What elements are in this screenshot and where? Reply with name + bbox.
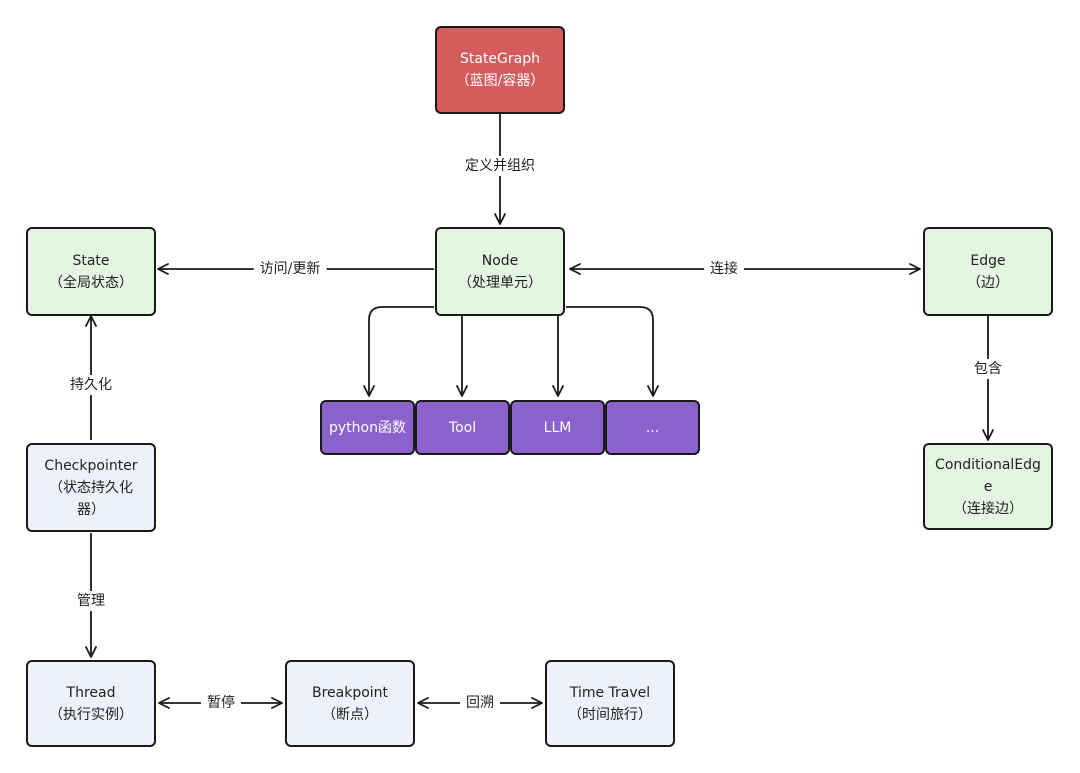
node-node-subtitle: （处理单元）: [458, 274, 542, 291]
edge-label-connect: 连接: [704, 259, 744, 279]
edge-label-rewind: 回溯: [460, 693, 500, 713]
node-stategraph-title: StateGraph: [459, 51, 540, 67]
edge-label-define-organize: 定义并组织: [459, 156, 541, 176]
node-time-travel-title: Time Travel: [569, 684, 651, 701]
node-edge[interactable]: Edge （边）: [923, 227, 1053, 316]
node-time-travel[interactable]: Time Travel （时间旅行）: [545, 660, 675, 747]
node-stategraph-subtitle: （蓝图/容器）: [455, 73, 545, 89]
node-thread-subtitle: （执行实例）: [49, 706, 133, 723]
edge-label-pause: 暂停: [201, 693, 241, 713]
node-time-travel-subtitle: （时间旅行）: [568, 706, 652, 723]
node-type-tool-label: Tool: [448, 419, 477, 436]
node-breakpoint[interactable]: Breakpoint （断点）: [285, 660, 415, 747]
node-state-title: State: [72, 252, 110, 269]
edge-node-to-python: [363, 306, 434, 397]
node-type-llm[interactable]: LLM: [510, 400, 605, 455]
node-conditional-edge-subtitle: （连接边）: [953, 500, 1023, 517]
node-type-tool[interactable]: Tool: [415, 400, 510, 455]
node-state-subtitle: （全局状态）: [49, 274, 133, 291]
node-thread-title: Thread: [66, 684, 116, 701]
edge-node-to-more: [566, 306, 659, 397]
edge-label-persist: 持久化: [64, 375, 118, 395]
edge-label-access-update: 访问/更新: [253, 259, 327, 279]
node-type-more[interactable]: ...: [605, 400, 700, 455]
node-checkpointer[interactable]: Checkpointer （状态持久化 器）: [26, 443, 156, 532]
node-thread[interactable]: Thread （执行实例）: [26, 660, 156, 747]
edge-label-manage: 管理: [71, 591, 111, 611]
node-breakpoint-title: Breakpoint: [311, 684, 389, 701]
node-type-python-function-label: python函数: [329, 419, 406, 436]
node-stategraph[interactable]: StateGraph （蓝图/容器）: [435, 26, 565, 114]
node-checkpointer-subtitle-2: 器）: [77, 501, 105, 518]
node-node-title: Node: [481, 252, 519, 269]
node-checkpointer-subtitle-1: （状态持久化: [49, 479, 133, 496]
node-conditional-edge-title-1: ConditionalEdg: [935, 456, 1041, 473]
node-conditional-edge[interactable]: ConditionalEdg e （连接边）: [923, 443, 1053, 530]
node-node[interactable]: Node （处理单元）: [435, 227, 565, 316]
node-edge-title: Edge: [970, 252, 1006, 269]
node-breakpoint-subtitle: （断点）: [322, 706, 378, 723]
node-type-python-function[interactable]: python函数: [320, 400, 415, 455]
node-type-more-label: ...: [645, 419, 660, 436]
node-state[interactable]: State （全局状态）: [26, 227, 156, 316]
edge-label-contains: 包含: [968, 359, 1008, 379]
node-type-llm-label: LLM: [543, 419, 572, 436]
node-checkpointer-title: Checkpointer: [44, 457, 138, 474]
node-edge-subtitle: （边）: [967, 274, 1009, 291]
node-conditional-edge-title-2: e: [983, 478, 993, 495]
